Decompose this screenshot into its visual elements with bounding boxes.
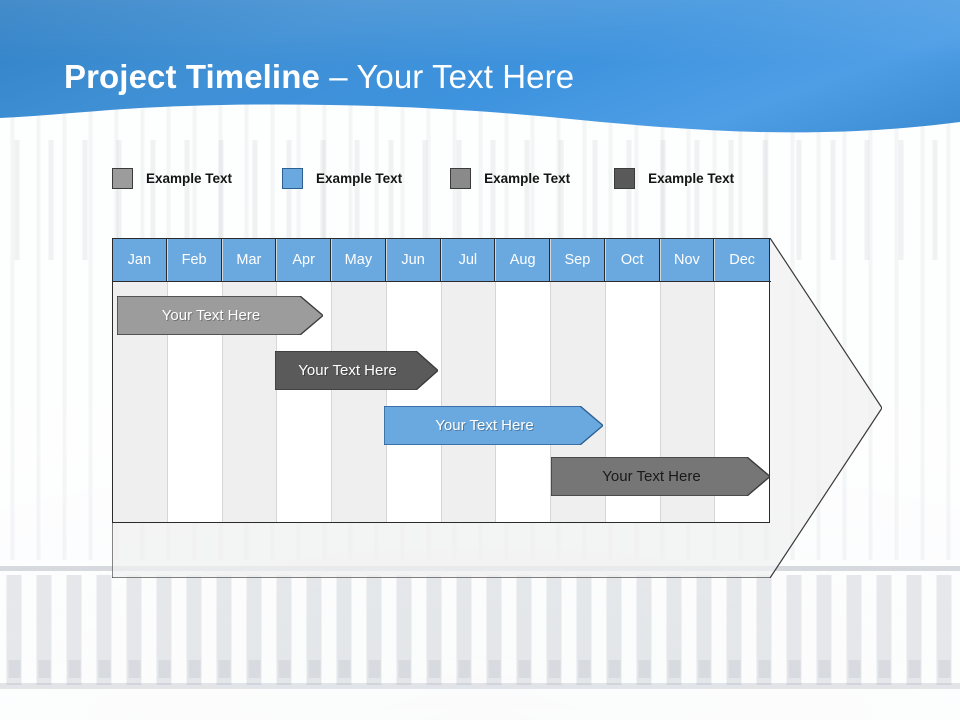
timeline-column-dec[interactable]: Dec bbox=[715, 239, 769, 522]
legend-swatch-icon-4 bbox=[614, 168, 636, 189]
legend-item-2[interactable]: Example Text bbox=[282, 168, 402, 189]
timeline-columns: Jan Feb Mar Apr May Jun Jul Aug Sep Oct … bbox=[113, 239, 769, 522]
task-bar-3[interactable]: Your Text Here bbox=[384, 406, 603, 445]
month-header-jul[interactable]: Jul bbox=[441, 239, 496, 281]
timeline-column-jan[interactable]: Jan bbox=[113, 239, 168, 522]
task-bar-label-1: Your Text Here bbox=[161, 307, 261, 324]
legend-label-1: Example Text bbox=[146, 171, 233, 186]
timeline-column-jul[interactable]: Jul bbox=[441, 239, 497, 522]
month-header-jan[interactable]: Jan bbox=[113, 239, 167, 281]
task-bar-label-3: Your Text Here bbox=[435, 417, 534, 434]
task-bar-4[interactable]: Your Text Here bbox=[551, 457, 770, 496]
legend-swatch-icon-1 bbox=[112, 168, 133, 189]
legend-item-3[interactable]: Example Text bbox=[450, 168, 570, 189]
task-bar-1[interactable]: Your Text Here bbox=[117, 296, 323, 335]
month-header-sep[interactable]: Sep bbox=[551, 239, 605, 281]
legend-item-1[interactable]: Example Text bbox=[112, 168, 232, 189]
legend-swatch-icon-3 bbox=[450, 168, 472, 189]
legend-label-4: Example Text bbox=[648, 171, 735, 186]
legend-label-3: Example Text bbox=[484, 171, 571, 186]
month-header-nov[interactable]: Nov bbox=[660, 239, 715, 281]
timeline-column-aug[interactable]: Aug bbox=[496, 239, 551, 522]
month-header-aug[interactable]: Aug bbox=[496, 239, 550, 281]
legend: Example Text Example Text Example Text E… bbox=[112, 168, 734, 189]
legend-item-4[interactable]: Example Text bbox=[614, 168, 734, 189]
title-light-part: – Your Text Here bbox=[319, 58, 575, 95]
title-bold-part: Project Timeline bbox=[64, 58, 320, 95]
month-header-feb[interactable]: Feb bbox=[167, 239, 222, 281]
month-header-may[interactable]: May bbox=[332, 239, 386, 281]
task-bar-label-2: Your Text Here bbox=[298, 362, 397, 379]
month-header-apr[interactable]: Apr bbox=[277, 239, 331, 281]
timeline-column-mar[interactable]: Mar bbox=[222, 239, 278, 522]
task-bar-label-4: Your Text Here bbox=[602, 468, 701, 485]
background-cornice-bottom bbox=[0, 683, 960, 689]
month-header-jun[interactable]: Jun bbox=[386, 239, 441, 281]
legend-label-2: Example Text bbox=[316, 171, 403, 186]
month-header-mar[interactable]: Mar bbox=[222, 239, 277, 281]
legend-swatch-icon-2 bbox=[282, 168, 304, 189]
month-header-oct[interactable]: Oct bbox=[605, 239, 660, 281]
timeline-grid: Jan Feb Mar Apr May Jun Jul Aug Sep Oct … bbox=[112, 238, 771, 523]
timeline-column-oct[interactable]: Oct bbox=[605, 239, 661, 522]
background-statue-base bbox=[0, 660, 960, 678]
task-bar-2[interactable]: Your Text Here bbox=[275, 351, 438, 390]
header-underline bbox=[113, 281, 771, 282]
month-header-dec[interactable]: Dec bbox=[715, 239, 769, 281]
background-statue-row bbox=[0, 575, 960, 685]
page-title: Project Timeline – Your Text Here bbox=[64, 58, 574, 96]
timeline-column-feb[interactable]: Feb bbox=[167, 239, 223, 522]
timeline-column-jun[interactable]: Jun bbox=[386, 239, 442, 522]
